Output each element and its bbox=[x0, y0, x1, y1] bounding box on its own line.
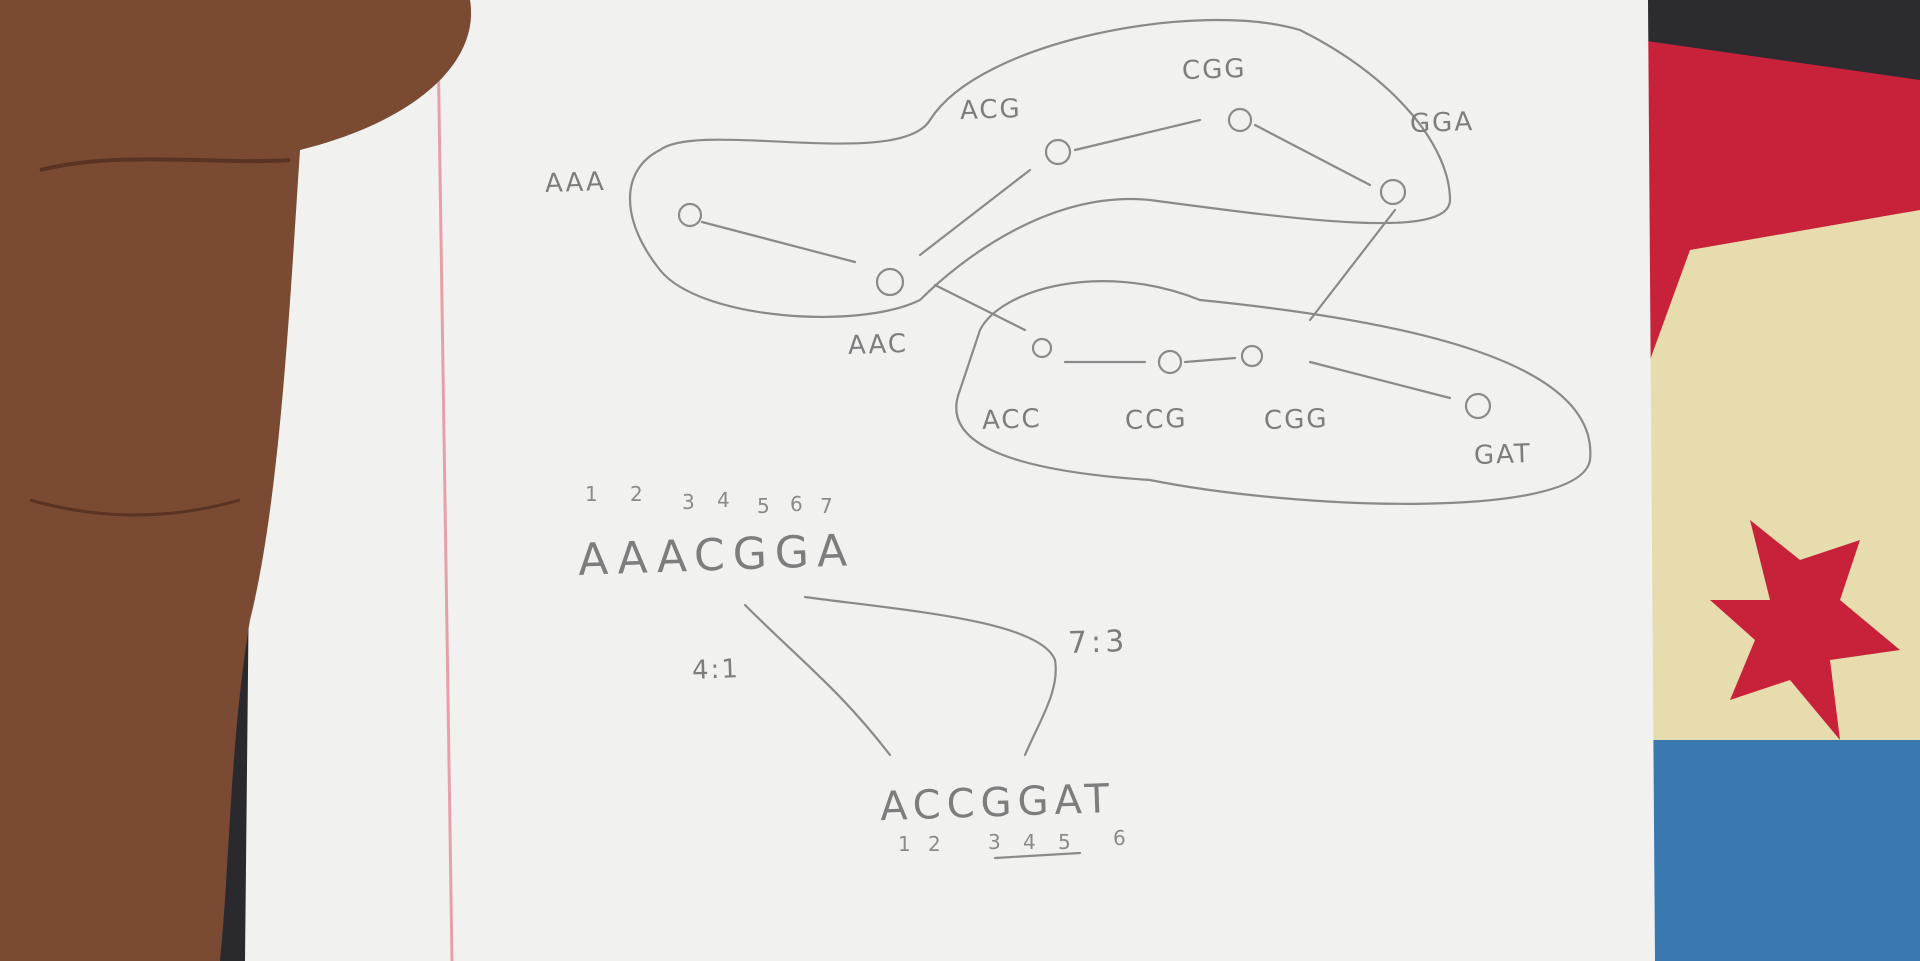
node-gat bbox=[1464, 392, 1492, 420]
label-cgg-top: CGG bbox=[1181, 53, 1247, 87]
label-gga: GGA bbox=[1409, 106, 1475, 140]
seq1-index: 5 bbox=[757, 494, 770, 518]
seq2-index: 2 bbox=[928, 832, 941, 856]
hand-crease bbox=[39, 157, 291, 172]
seq2-index: 1 bbox=[898, 832, 911, 856]
label-aaa: AAA bbox=[544, 166, 607, 200]
label-acg: ACG bbox=[959, 93, 1023, 127]
paper-sheet bbox=[245, 0, 1655, 961]
fabric-blue bbox=[1640, 740, 1920, 961]
seq1-index: 1 bbox=[585, 482, 598, 506]
node-cgg-top bbox=[1227, 107, 1253, 133]
edge-aaa-aac bbox=[700, 220, 857, 264]
node-gga bbox=[1379, 178, 1407, 206]
node-acc bbox=[1031, 337, 1053, 359]
edge-ccg-cgg bbox=[1183, 356, 1237, 364]
fabric-red-band bbox=[1640, 40, 1920, 360]
seq1-index: 7 bbox=[820, 494, 833, 518]
seq2-underline bbox=[993, 851, 1082, 860]
seq2-index: 5 bbox=[1058, 830, 1071, 854]
seq2-index: 3 bbox=[988, 830, 1001, 854]
paper-margin-line bbox=[436, 39, 454, 961]
label-acc: ACC bbox=[981, 403, 1043, 437]
seq2-index: 4 bbox=[1023, 830, 1036, 854]
node-aaa bbox=[677, 202, 703, 228]
node-ccg bbox=[1157, 349, 1183, 375]
fabric-flower bbox=[1710, 520, 1900, 740]
edge-acg-cgg bbox=[1073, 118, 1202, 152]
map-arrow-7-3 bbox=[803, 595, 1057, 757]
hand-crease-2 bbox=[29, 498, 241, 517]
label-ccg: CCG bbox=[1124, 403, 1188, 437]
map-arrow-4-1 bbox=[743, 603, 892, 757]
map-label-4-1: 4:1 bbox=[691, 654, 741, 686]
sequence-2: ACCGGAT bbox=[879, 775, 1116, 831]
edge-cgg-gga bbox=[1253, 123, 1372, 187]
map-label-7-3: 7:3 bbox=[1067, 623, 1129, 662]
seq2-index: 6 bbox=[1113, 826, 1126, 850]
node-cgg-bottom bbox=[1240, 344, 1264, 368]
node-aac bbox=[875, 267, 905, 297]
edge-aac-acg bbox=[918, 168, 1032, 257]
label-cgg-bottom: CGG bbox=[1263, 403, 1329, 437]
edge-aac-acc bbox=[933, 283, 1027, 332]
seq1-index: 4 bbox=[717, 488, 730, 512]
edge-cgg-gat bbox=[1308, 360, 1452, 400]
label-aac: AAC bbox=[847, 328, 909, 362]
node-acg bbox=[1044, 138, 1072, 166]
seq1-index: 2 bbox=[630, 482, 643, 506]
sequence-1: AAACGGA bbox=[577, 525, 856, 586]
seq1-index: 3 bbox=[682, 490, 695, 514]
lower-blob-outline bbox=[955, 280, 1592, 505]
edge-gga-cgg bbox=[1308, 208, 1397, 322]
upper-blob-outline bbox=[629, 18, 1452, 318]
label-gat: GAT bbox=[1473, 439, 1533, 471]
seq1-index: 6 bbox=[790, 492, 803, 516]
hand bbox=[0, 0, 472, 961]
